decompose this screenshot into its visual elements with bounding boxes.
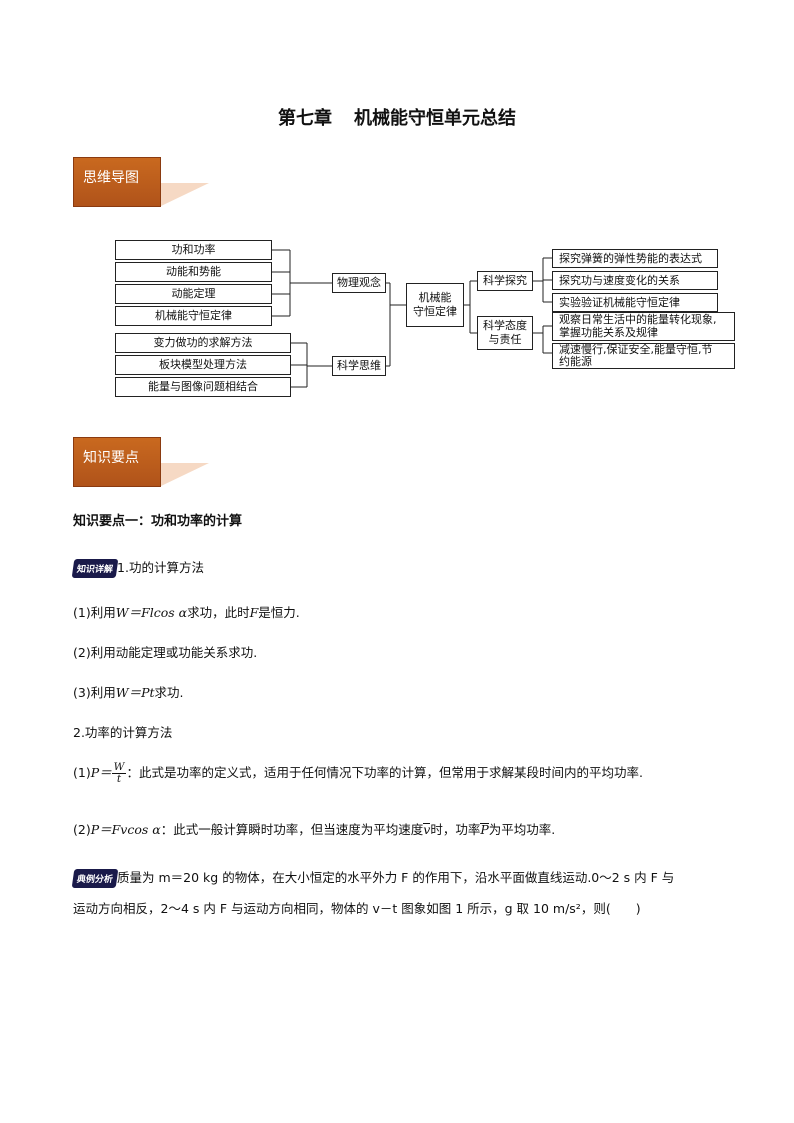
key-points-banner: 知识要点 xyxy=(73,437,209,487)
work-1-F: F xyxy=(249,605,259,620)
power-2-prefix: (2) xyxy=(73,822,91,837)
power-1-text: ：此式是功率的定义式，适用于任何情况下功率的计算，但常用于求解某段时间内的平均功… xyxy=(126,765,643,780)
average-velocity-symbol: v xyxy=(423,822,431,837)
node-attitude-line1: 科学态度 xyxy=(483,319,527,332)
work-1-prefix: (1)利用 xyxy=(73,605,116,620)
node-scientific-inquiry: 科学探究 xyxy=(477,271,533,291)
power-2-b: 时，功率 xyxy=(430,822,481,837)
node-work-power: 功和功率 xyxy=(115,240,272,260)
work-3-prefix: (3)利用 xyxy=(73,685,116,700)
detail-tag-icon: 知识详解 xyxy=(71,559,119,578)
section-heading: 知识要点一：功和功率的计算 xyxy=(73,514,243,529)
node-attitude-line2: 与责任 xyxy=(488,333,522,346)
node-attitude: 科学态度 与责任 xyxy=(477,316,533,350)
node-energy-graph: 能量与图像问题相结合 xyxy=(115,377,291,397)
node-variable-force: 变力做功的求解方法 xyxy=(115,333,291,353)
node-experiment-verify: 实验验证机械能守恒定律 xyxy=(552,293,718,312)
work-3-formula: W＝Pt xyxy=(115,685,155,700)
work-item-2: (2)利用动能定理或功能关系求功. xyxy=(73,645,258,660)
banner-wedge-icon xyxy=(159,463,209,487)
example-line-2: 运动方向相反，2～4 s 内 F 与运动方向相同，物体的 v－t 图象如图 1 … xyxy=(73,901,641,916)
node-center: 机械能 守恒定律 xyxy=(406,283,464,327)
example-line-1: 典例分析质量为 m＝20 kg 的物体，在大小恒定的水平外力 F 的作用下，沿水… xyxy=(71,867,675,888)
node-scientific-thinking: 科学思维 xyxy=(332,356,386,376)
work-heading-text: 1.功的计算方法 xyxy=(117,560,204,575)
power-1-P: P＝ xyxy=(90,765,112,780)
node-spring-energy: 探究弹簧的弹性势能的表达式 xyxy=(552,249,718,268)
mind-map-connectors xyxy=(272,249,552,388)
node-slow-line1: 减速慢行,保证安全,能量守恒,节 xyxy=(559,343,713,356)
work-1-suffix: 求功，此时 xyxy=(187,605,250,620)
power-2-formula: P＝Fvcos α xyxy=(90,822,161,837)
fraction-numerator: W xyxy=(111,761,127,774)
power-2-c: 为平均功率. xyxy=(488,822,556,837)
example-tag-icon: 典例分析 xyxy=(71,869,119,888)
node-kinetic-potential: 动能和势能 xyxy=(115,262,272,282)
work-item-1: (1)利用W＝Flcos α求功，此时F是恒力. xyxy=(73,602,300,621)
fraction-denominator: t xyxy=(116,773,122,785)
work-item-3: (3)利用W＝Pt求功. xyxy=(73,682,184,701)
node-center-line2: 守恒定律 xyxy=(413,305,457,318)
power-2-a: ：此式一般计算瞬时功率，但当速度为平均速度 xyxy=(160,822,424,837)
work-1-end: 是恒力. xyxy=(258,605,300,620)
page-title: 第七章机械能守恒单元总结 xyxy=(278,108,516,129)
node-observe-energy: 观察日常生活中的能量转化现象, 掌握功能关系及规律 xyxy=(552,312,735,341)
mind-map-banner: 思维导图 xyxy=(73,157,209,207)
node-observe-line1: 观察日常生活中的能量转化现象, xyxy=(559,313,717,326)
mind-map-label: 思维导图 xyxy=(83,170,139,186)
node-work-velocity: 探究功与速度变化的关系 xyxy=(552,271,718,290)
node-slow-line2: 约能源 xyxy=(559,355,592,368)
work-1-formula: W＝Flcos α xyxy=(115,605,188,620)
node-kinetic-theorem: 动能定理 xyxy=(115,284,272,304)
power-1-prefix: (1) xyxy=(73,765,91,780)
key-points-label: 知识要点 xyxy=(83,450,139,466)
average-power-symbol: P xyxy=(480,822,489,837)
power-method-heading: 2.功率的计算方法 xyxy=(73,725,173,740)
power-item-2: (2)P＝Fvcos α：此式一般计算瞬时功率，但当速度为平均速度v时，功率P为… xyxy=(73,819,555,838)
node-observe-line2: 掌握功能关系及规律 xyxy=(559,326,658,339)
banner-wedge-icon xyxy=(159,183,209,207)
node-physics-concept: 物理观念 xyxy=(332,273,386,293)
example-text-1: 质量为 m＝20 kg 的物体，在大小恒定的水平外力 F 的作用下，沿水平面做直… xyxy=(117,870,675,885)
node-slow-down: 减速慢行,保证安全,能量守恒,节 约能源 xyxy=(552,343,735,369)
work-3-suffix: 求功. xyxy=(154,685,184,700)
node-conservation-law: 机械能守恒定律 xyxy=(115,306,272,326)
node-center-line1: 机械能 xyxy=(418,291,452,304)
node-block-model: 板块模型处理方法 xyxy=(115,355,291,375)
